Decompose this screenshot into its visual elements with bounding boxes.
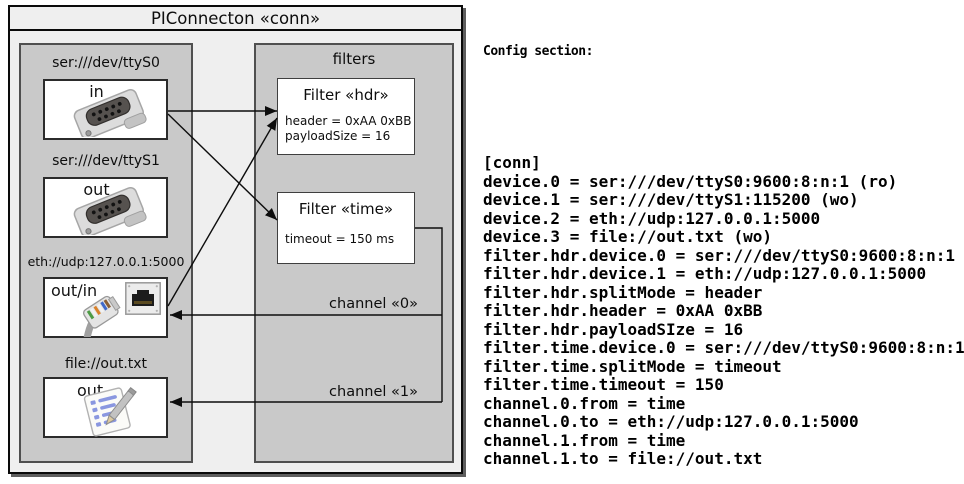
filter-time-title: Filter «time» — [298, 200, 394, 218]
filter-box-time: Filter «time» timeout = 150 ms — [277, 192, 415, 264]
ethernet-plug-icon — [82, 295, 121, 337]
channel-0-label: channel «0» — [329, 296, 418, 312]
device-label-file: file://out.txt — [64, 356, 148, 372]
filters-panel-title: filters — [332, 50, 376, 68]
filter-time-prop-timeout: timeout = 150 ms — [285, 232, 395, 246]
device-box-file: out — [43, 377, 168, 438]
filter-hdr-prop-header: header = 0xAA 0xBB — [285, 114, 412, 128]
device-label-ttys0: ser:///dev/ttyS0 — [52, 55, 160, 71]
device-label-eth: eth://udp:127.0.0.1:5000 — [27, 254, 185, 269]
channel-1-label: channel «1» — [329, 384, 418, 400]
config-section: Config section: [conn] device.0 = ser://… — [483, 6, 964, 484]
notepad-pencil-icon — [83, 386, 137, 437]
filter-hdr-title: Filter «hdr» — [303, 86, 389, 104]
port-direction-ttys1: out — [83, 180, 110, 199]
diagram-title: PIConnecton «conn» — [10, 7, 461, 31]
port-direction-ttys0: in — [89, 82, 104, 101]
device-label-ttys1: ser:///dev/ttyS1 — [52, 153, 160, 169]
device-box-eth: out/in — [43, 277, 168, 338]
filter-box-hdr: Filter «hdr» header = 0xAA 0xBB payloadS… — [277, 78, 415, 155]
config-text: [conn] device.0 = ser:///dev/ttyS0:9600:… — [483, 153, 964, 468]
port-direction-eth: out/in — [51, 281, 98, 300]
device-box-ttys1: out — [43, 177, 168, 238]
ethernet-port-icon — [125, 282, 161, 315]
serial-connector-icon — [73, 187, 147, 235]
config-heading: Config section: — [483, 44, 593, 59]
device-box-ttys0: in — [43, 79, 168, 140]
filter-hdr-prop-payloadsize: payloadSize = 16 — [285, 129, 391, 143]
serial-connector-icon — [73, 89, 147, 137]
